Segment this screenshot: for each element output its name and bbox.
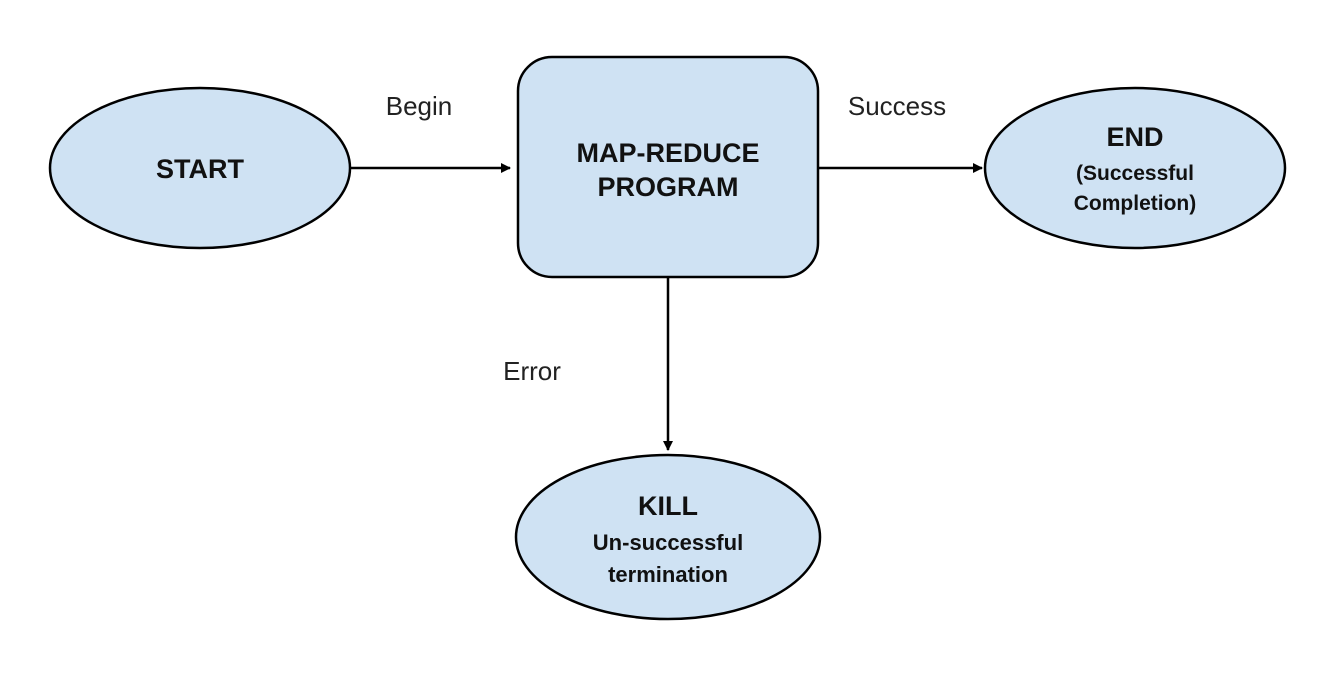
kill-node-line1: KILL: [638, 491, 698, 521]
program-node-line2: PROGRAM: [598, 172, 739, 202]
start-node: START: [48, 86, 352, 250]
error-label: Error: [503, 356, 561, 386]
end-node-line2: (Successful: [1076, 162, 1194, 185]
end-node-line3: Completion): [1074, 192, 1196, 215]
kill-node: KILL Un-successful termination: [514, 453, 822, 621]
kill-node-line2: Un-successful: [593, 530, 743, 555]
end-node-line1: END: [1106, 122, 1163, 152]
begin-label: Begin: [386, 91, 453, 121]
end-node: END (Successful Completion): [983, 86, 1287, 250]
success-label: Success: [848, 91, 946, 121]
kill-node-line3: termination: [608, 562, 728, 587]
program-node: MAP-REDUCE PROGRAM: [516, 55, 820, 279]
program-node-line1: MAP-REDUCE: [576, 138, 759, 168]
start-node-label: START: [156, 154, 244, 184]
